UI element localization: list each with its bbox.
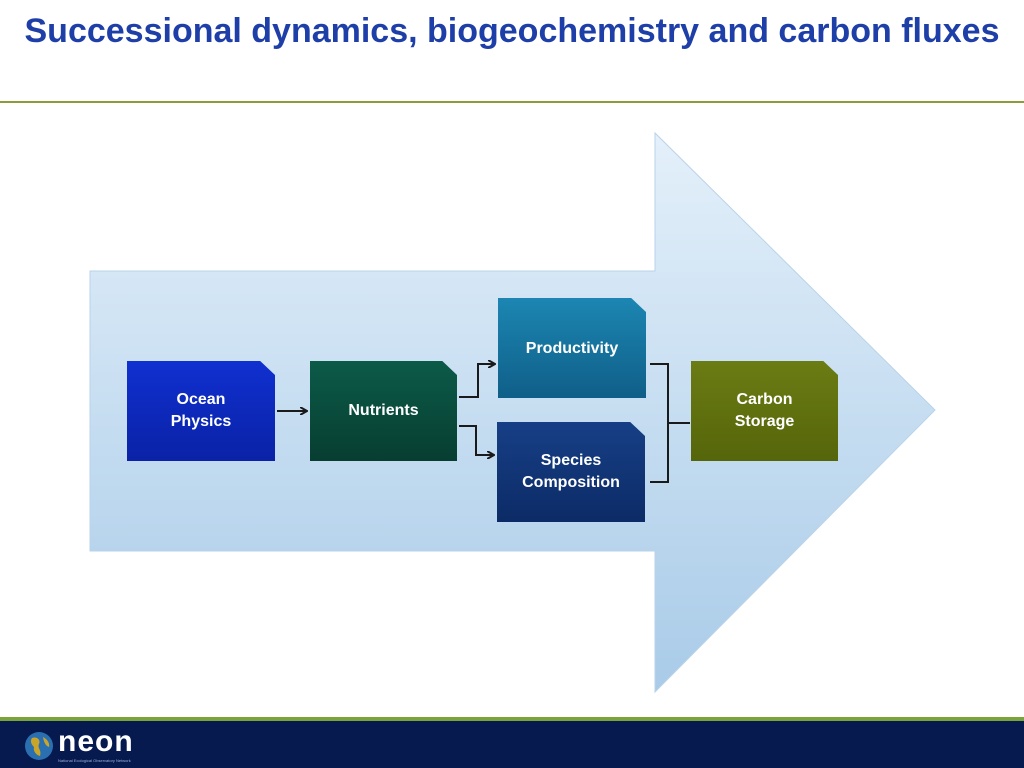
node-species-composition-label: Species Composition xyxy=(522,452,620,491)
neon-logo-tagline: National Ecological Observatory Network xyxy=(58,758,131,763)
neon-logo-text: neon xyxy=(58,725,134,758)
node-productivity: Productivity xyxy=(498,298,646,398)
nutrients-to-species-arrow xyxy=(459,425,493,455)
slide-title: Successional dynamics, biogeochemistry a… xyxy=(24,12,1000,50)
node-carbon-storage: Carbon Storage xyxy=(691,361,838,461)
node-ocean-physics: Ocean Physics xyxy=(127,361,275,461)
node-productivity-label: Productivity xyxy=(525,340,619,357)
node-nutrients-label: Nutrients xyxy=(348,402,419,419)
merge-bracket xyxy=(650,363,690,483)
node-nutrients: Nutrients xyxy=(310,361,457,461)
nutrients-to-productivity-arrow xyxy=(459,364,494,398)
node-ocean-physics-label: Ocean Physics xyxy=(170,391,232,430)
node-species-composition: Species Composition xyxy=(497,422,645,522)
node-carbon-storage-label: Carbon Storage xyxy=(734,391,795,430)
title-divider xyxy=(0,101,1024,103)
footer-bar: neon National Ecological Observatory Net… xyxy=(0,717,1024,768)
big-process-arrow xyxy=(89,131,936,694)
globe-icon xyxy=(25,732,53,760)
